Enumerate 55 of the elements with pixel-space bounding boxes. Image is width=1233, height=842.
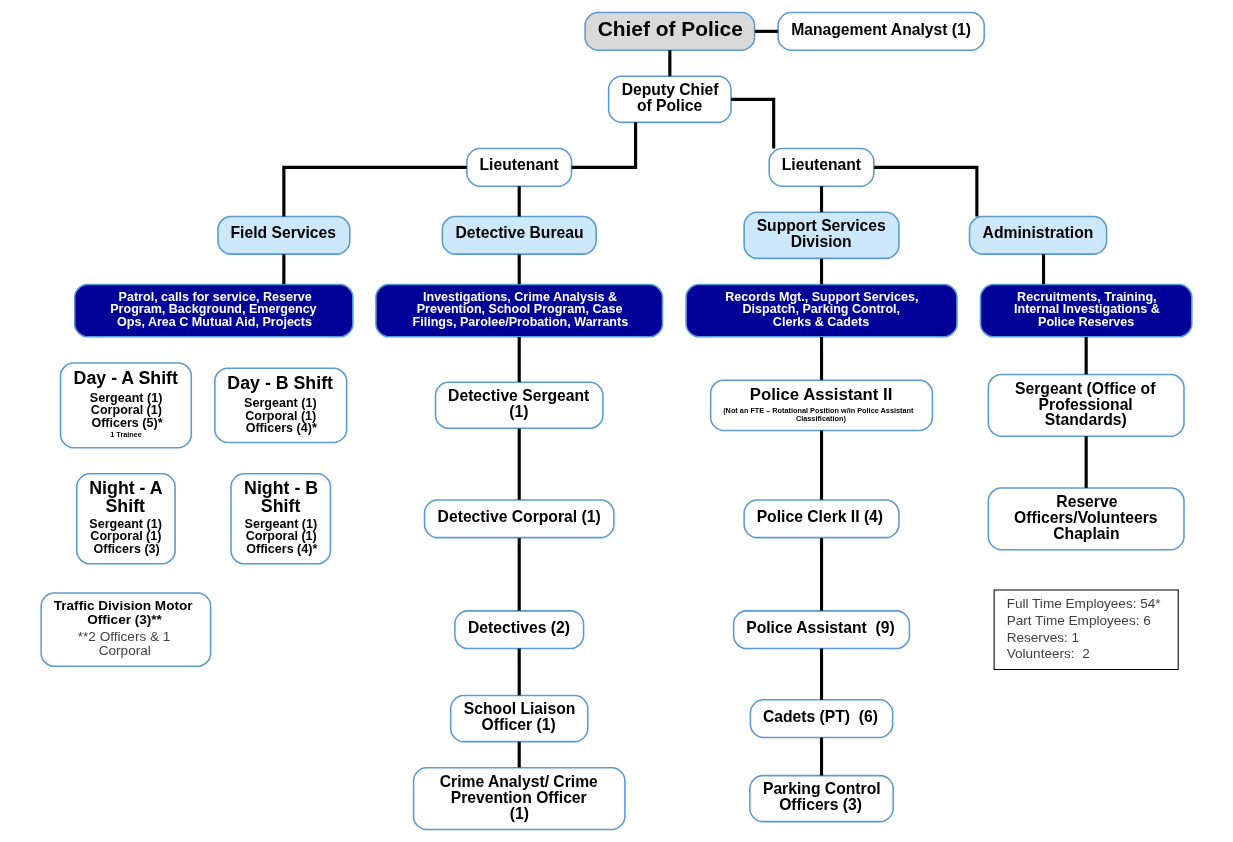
node-box: Day - A Shift Sergeant (1) Corporal (1) Officers (5)* 1 Trainee	[59, 362, 193, 449]
connector	[819, 737, 824, 776]
connector	[731, 97, 776, 149]
node-box: Traffic Division Motor Officer (3)** **2 Officers & 1 Corporal	[40, 592, 212, 668]
node-box: Detective Corporal (1)	[423, 499, 615, 539]
node-box: Crime Analyst/ Crime Prevention Officer (1)	[412, 766, 626, 831]
node-box: Detectives (2)	[454, 610, 585, 650]
node-box: Full Time Employees: 54* Part Time Employees: 6 Reserves: 1 Volunteers: 2	[993, 589, 1179, 670]
node-box: School Liaison Officer (1)	[449, 694, 589, 743]
node-box: Administration	[968, 215, 1108, 255]
connector	[517, 254, 521, 285]
connector	[754, 29, 778, 33]
node-box: Records Mgt., Support Services, Dispatch, Parking Control, Clerks & Cadets	[685, 283, 958, 338]
connector	[517, 337, 521, 382]
node-box: Detective Sergeant (1)	[434, 381, 604, 430]
node-box: Police Clerk II (4)	[743, 499, 900, 539]
connector	[874, 165, 979, 217]
node-box: Support Services Division	[743, 211, 900, 260]
node-box: Sergeant (Office of Professional Standards)	[987, 373, 1185, 437]
node-box: Detective Bureau	[441, 215, 597, 255]
connector	[819, 648, 824, 700]
node-box: Chief of Police	[584, 11, 756, 51]
connector	[819, 430, 824, 500]
connector	[517, 538, 521, 611]
node-box: Lieutenant	[466, 147, 573, 187]
connector	[517, 186, 521, 217]
node-box: Police Assistant II (Not an FTE – Rotational Position w/in Police Assistant Classification)	[709, 379, 934, 432]
connector	[819, 186, 824, 213]
node-box: Deputy Chief of Police	[607, 75, 732, 124]
node-box: Recruitments, Training, Internal Investigations & Police Reserves	[979, 283, 1193, 338]
connector	[282, 165, 467, 217]
node-box: Night - B Shift Sergeant (1) Corporal (1) Officers (4)*	[230, 473, 332, 565]
connector	[517, 741, 521, 768]
node-box: Night - A Shift Sergeant (1) Corporal (1) Officers (3)	[75, 473, 176, 565]
connector	[819, 258, 824, 285]
connector	[571, 122, 638, 169]
node-box: Field Services	[217, 215, 351, 255]
node-box: Cadets (PT) (6)	[749, 699, 894, 739]
connector	[1084, 436, 1088, 488]
node-box: Investigations, Crime Analysis & Prevention, School Program, Case Filings, Parolee/Probation, Warrants	[375, 283, 664, 338]
connector	[668, 50, 672, 77]
connector	[1041, 254, 1046, 285]
connector	[517, 648, 521, 696]
node-box: Police Assistant (9)	[732, 610, 911, 650]
node-box: Reserve Officers/Volunteers Chaplain	[987, 487, 1185, 551]
connector	[517, 428, 521, 500]
connector	[282, 254, 286, 285]
node-box: Patrol, calls for service, Reserve Program, Background, Emergency Ops, Area C Mutual Aid, Projects	[73, 283, 354, 338]
connector	[1084, 337, 1088, 375]
node-box: Day - B Shift Sergeant (1) Corporal (1) Officers (4)*	[214, 367, 348, 444]
node-box: Management Analyst (1)	[777, 11, 985, 51]
connector	[819, 538, 824, 611]
connector	[819, 337, 824, 381]
node-box: Parking Control Officers (3)	[749, 774, 894, 823]
node-box: Lieutenant	[768, 147, 875, 187]
